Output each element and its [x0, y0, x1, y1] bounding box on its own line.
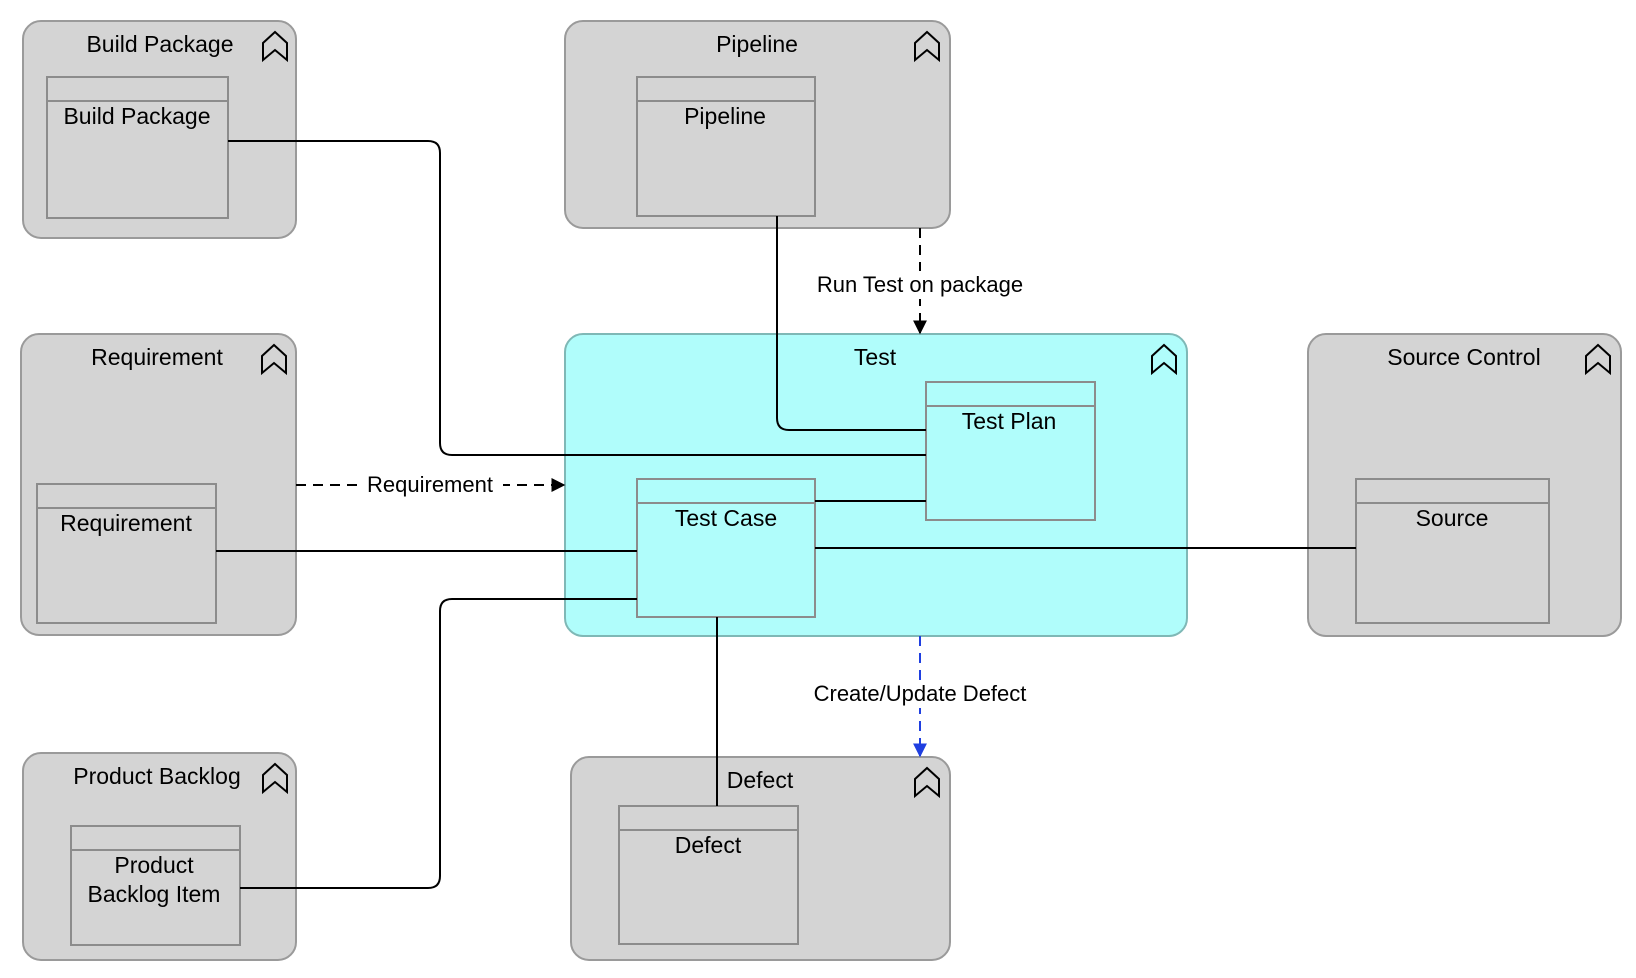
link-build-package-to-test-plan[interactable] — [228, 140, 926, 456]
entity-label-pipeline: Pipeline — [684, 103, 766, 129]
entity-pipeline[interactable]: Pipeline — [636, 76, 816, 217]
link-product-backlog-item-to-test-case[interactable] — [240, 598, 637, 889]
entity-product-backlog-item[interactable]: Product Backlog Item — [70, 825, 241, 946]
entity-source[interactable]: Source — [1355, 478, 1550, 624]
collapse-chevron-icon[interactable] — [914, 766, 940, 799]
link-pipeline-to-test-plan[interactable] — [776, 216, 926, 431]
group-defect[interactable]: Defect Defect — [570, 756, 951, 961]
flow-label-requirement: Requirement — [367, 472, 493, 497]
entity-label-test-plan: Test Plan — [962, 408, 1057, 434]
entity-label-test-case: Test Case — [675, 505, 777, 531]
group-title-product-backlog: Product Backlog — [73, 763, 240, 789]
flow-label-bg-run-test — [804, 271, 1037, 299]
entity-label-build-package: Build Package — [63, 103, 210, 129]
flow-label-bg-create-update-defect — [800, 680, 1041, 708]
entity-defect[interactable]: Defect — [618, 805, 799, 945]
collapse-chevron-icon[interactable] — [1151, 343, 1177, 376]
entity-build-package[interactable]: Build Package — [46, 76, 229, 219]
group-test[interactable]: Test Test Plan Test Case — [564, 333, 1188, 637]
group-product-backlog[interactable]: Product Backlog Product Backlog Item — [22, 752, 297, 961]
group-requirement[interactable]: Requirement Requirement — [20, 333, 297, 636]
collapse-chevron-icon[interactable] — [262, 762, 288, 795]
group-title-pipeline: Pipeline — [716, 31, 798, 57]
group-source-control[interactable]: Source Control Source — [1307, 333, 1622, 637]
flow-label-create-update-defect: Create/Update Defect — [814, 681, 1027, 706]
entity-label-product-backlog-item-line2: Backlog Item — [88, 881, 221, 907]
collapse-chevron-icon[interactable] — [261, 343, 287, 376]
flow-label-run-test: Run Test on package — [817, 272, 1023, 297]
collapse-chevron-icon[interactable] — [914, 30, 940, 63]
flow-label-bg-requirement — [357, 470, 503, 498]
group-title-test: Test — [854, 344, 897, 370]
entity-label-source: Source — [1416, 505, 1489, 531]
entity-label-requirement: Requirement — [60, 510, 192, 536]
collapse-chevron-icon[interactable] — [1585, 343, 1611, 376]
entity-requirement[interactable]: Requirement — [36, 483, 217, 624]
group-title-requirement: Requirement — [91, 344, 223, 370]
group-title-source-control: Source Control — [1387, 344, 1540, 370]
entity-test-plan[interactable]: Test Plan — [925, 381, 1096, 521]
group-pipeline[interactable]: Pipeline Pipeline — [564, 20, 951, 229]
group-title-build-package: Build Package — [86, 31, 233, 57]
entity-label-defect: Defect — [675, 832, 742, 858]
entity-label-product-backlog-item-line1: Product — [114, 852, 194, 878]
entity-test-case[interactable]: Test Case — [636, 478, 816, 618]
group-title-defect: Defect — [727, 767, 794, 793]
collapse-chevron-icon[interactable] — [262, 30, 288, 63]
group-build-package[interactable]: Build Package Build Package — [22, 20, 297, 239]
